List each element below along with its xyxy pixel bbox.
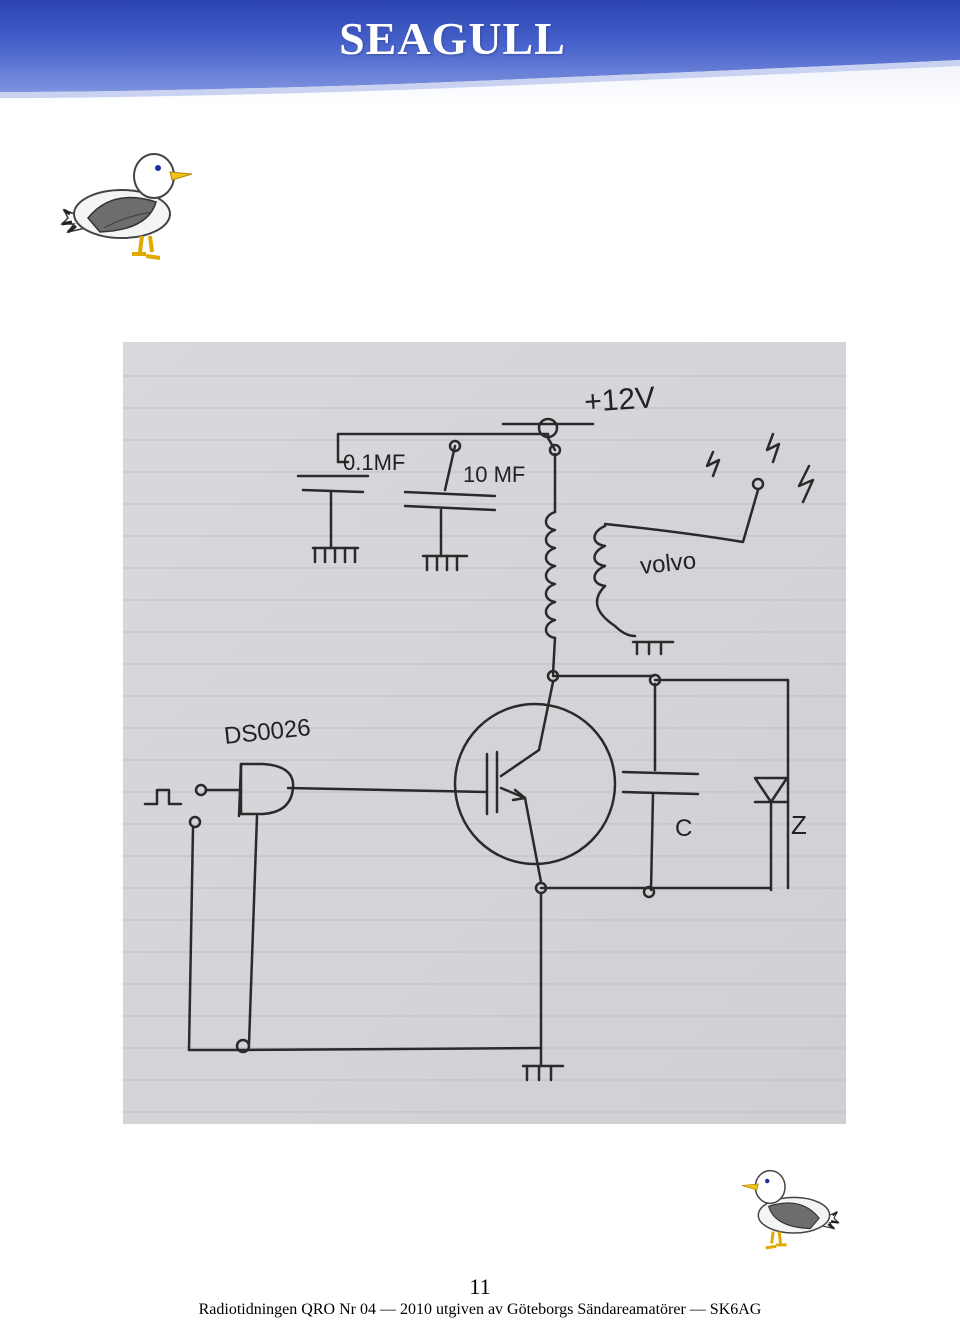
schematic-photo: +12V 0.1MF 10 MF volvo DS0026 C Z <box>123 342 846 1124</box>
header-bar-graphic <box>0 0 960 108</box>
zener-label: Z <box>791 810 807 840</box>
page-number: 11 <box>469 1274 491 1299</box>
cap-c-label: C <box>675 815 692 842</box>
seagull-icon <box>60 153 193 260</box>
supply-label: +12V <box>583 381 656 419</box>
cap1-label: 0.1MF <box>343 450 405 475</box>
seagull-icon <box>741 1169 840 1250</box>
header-banner: SEAGULL <box>0 0 960 108</box>
page-footer: Radiotidningen QRO Nr 04 — 2010 utgiven … <box>198 1301 762 1318</box>
coil-label: volvo <box>639 547 698 580</box>
page-title: SEAGULL <box>339 13 566 64</box>
cap2-label: 10 MF <box>463 462 525 487</box>
